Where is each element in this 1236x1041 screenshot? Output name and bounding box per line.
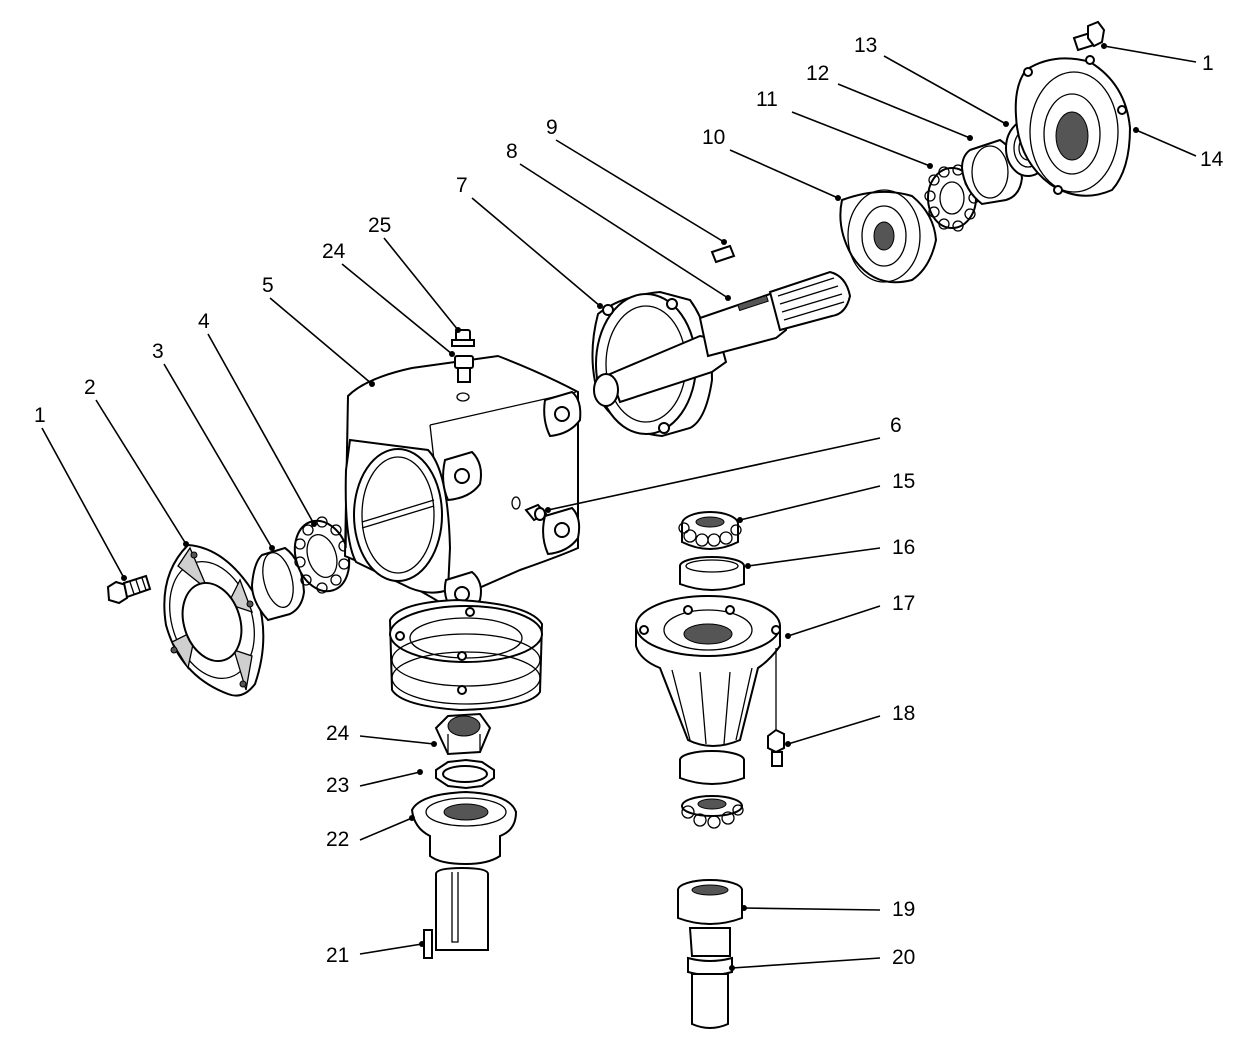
key-9: [710, 244, 736, 264]
gasket-flange-stack: [388, 598, 544, 712]
callout-20: 20: [892, 946, 915, 969]
callout-7: 7: [456, 174, 468, 197]
callout-18: 18: [892, 702, 915, 725]
bearing-cup-10: [839, 189, 938, 284]
seal-ring-3: [250, 546, 306, 622]
gearbox-housing-5: [343, 354, 582, 612]
output-shaft-lower: [435, 866, 489, 951]
callout-10: 10: [702, 126, 725, 149]
bolt-left: [106, 574, 152, 605]
callout-8: 8: [506, 140, 518, 163]
callout-1-right: 1: [1202, 52, 1214, 75]
callout-22: 22: [326, 828, 349, 851]
callout-24-bottom: 24: [326, 722, 350, 745]
shaft-20: [687, 927, 733, 1029]
callout-16: 16: [892, 536, 915, 559]
end-cap-14: [1014, 55, 1132, 197]
callout-12: 12: [806, 62, 829, 85]
bearing-15: [678, 511, 742, 550]
callout-15: 15: [892, 470, 915, 493]
bolt-right: [1072, 20, 1106, 52]
callout-23: 23: [326, 774, 349, 797]
callout-17: 17: [892, 592, 915, 615]
callout-25: 25: [368, 214, 391, 237]
plug-6: [524, 503, 548, 522]
callout-19: 19: [892, 898, 915, 921]
bearing-lower: [681, 795, 744, 829]
input-shaft-8: [593, 270, 852, 407]
end-cap-left: [163, 543, 265, 697]
callout-1-left: 1: [34, 404, 46, 427]
callout-21: 21: [326, 944, 349, 967]
callout-3: 3: [152, 340, 164, 363]
callout-6: 6: [890, 414, 902, 437]
callout-14: 14: [1200, 148, 1224, 171]
lock-washer-23: [435, 758, 495, 790]
leader-lines: [41, 43, 1197, 971]
tower-17: [635, 594, 781, 747]
breather-plug-25: [451, 329, 475, 347]
callout-4: 4: [198, 310, 210, 333]
callout-9: 9: [546, 116, 558, 139]
nut-24: [434, 712, 492, 756]
key-21: [423, 929, 433, 959]
callout-labels: 1 2 3 4 5 24 25 6 7 8 9 10 11 12 13 1 14…: [34, 34, 1224, 969]
plug-24-top: [454, 355, 474, 383]
race-lower: [679, 750, 745, 785]
bearing-19: [677, 879, 743, 925]
callout-24-top: 24: [322, 240, 346, 263]
bolt-18: [767, 728, 785, 767]
callout-5: 5: [262, 274, 274, 297]
race-16: [679, 556, 745, 591]
callout-2: 2: [84, 376, 96, 399]
callout-13: 13: [854, 34, 877, 57]
hub-22: [410, 790, 518, 866]
callout-11: 11: [756, 88, 778, 111]
